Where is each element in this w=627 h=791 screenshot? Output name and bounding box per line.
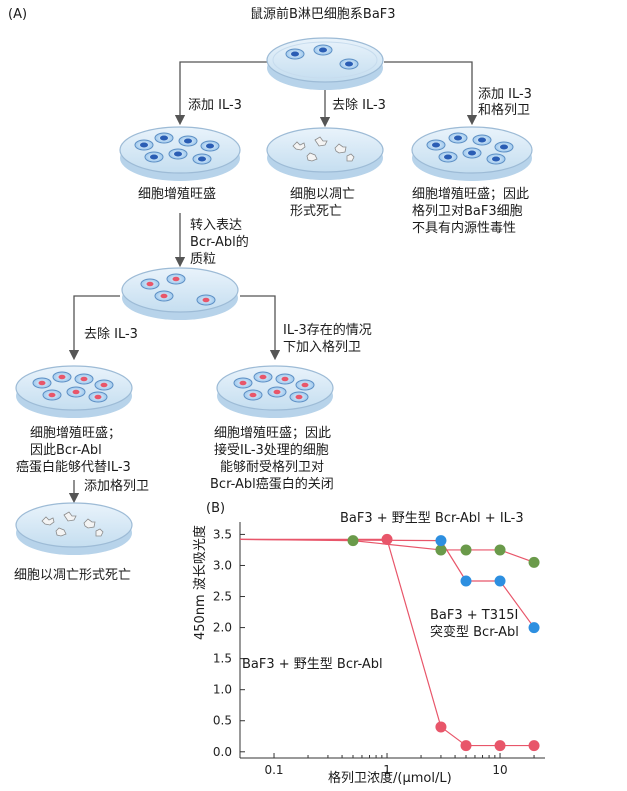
y-axis-label: 450nm 波长吸光度 [193,525,208,640]
series-label-t315i-2: 突变型 Bcr-Abl [430,625,519,640]
data-point [494,575,506,587]
series-label-wt: BaF3 + 野生型 Bcr-Abl [242,657,383,672]
label-add-il3-gleevec-1: 添加 IL-3 [478,87,532,102]
result-bcrabl-replaces-2: 因此Bcr-Abl [30,443,102,458]
result-tolerate-4: Bcr-Abl癌蛋白的关闭 [210,477,334,492]
result-no-toxicity-1: 细胞增殖旺盛；因此 [412,187,530,202]
label-add-il3-gleevec-2: 和格列卫 [478,103,531,118]
dead-cells [41,511,104,537]
arrow-add-il3-gleevec [384,61,478,126]
y-tick-label: 2.5 [213,590,232,604]
x-tick-label: 10 [492,763,507,777]
label-add-gleevec: 添加格列卫 [84,479,150,494]
dish-final-apoptosis [15,502,133,555]
data-point [435,535,447,547]
label-il3-gleevec-2: 下加入格列卫 [283,340,362,355]
y-tick-label: 1.5 [213,652,232,666]
result-bcrabl-replaces-1: 细胞增殖旺盛； [30,426,122,441]
arrow-il3-gleevec [240,295,281,361]
result-bcrabl-replaces-3: 癌蛋白能够代替IL-3 [16,460,131,475]
label-il3-gleevec-1: IL-3存在的情况 [283,323,372,338]
result-apoptosis-1: 细胞以凋亡 [290,187,356,202]
y-tick-label: 0.5 [213,714,232,728]
dish-remove-il3 [266,127,384,180]
result-apoptosis-2: 形式死亡 [290,204,343,219]
data-point [435,721,447,733]
dish-add-il3 [119,126,241,181]
y-tick-label: 1.0 [213,683,232,697]
label-add-il3: 添加 IL-3 [188,98,242,113]
dead-cells [292,136,355,162]
data-point [347,535,359,547]
data-point [528,556,540,568]
panel-a-label: (A) [8,7,28,22]
data-point [494,544,506,556]
dish-add-il3-gleevec [411,126,533,181]
dish-bcrabl-no-il3 [15,365,133,418]
data-point [460,544,472,556]
red-cells [32,371,114,403]
dish-bcrabl-il3-gleevec [216,365,334,418]
data-point [435,544,447,556]
data-point [381,533,393,545]
y-tick-label: 0.0 [213,745,232,759]
result-no-toxicity-2: 格列卫对BaF3细胞 [412,204,523,219]
result-tolerate-3: 能够耐受格列卫对 [220,460,325,475]
red-cells [140,273,216,306]
data-point [460,740,472,752]
y-tick-label: 2.0 [213,621,232,635]
result-tolerate-1: 细胞增殖旺盛；因此 [214,426,332,441]
y-tick-label: 3.0 [213,558,232,572]
dish-transfected [121,267,239,320]
panel-b-label: (B) [206,501,226,516]
data-point [494,740,506,752]
series-label-wt-il3: BaF3 + 野生型 Bcr-Abl + IL-3 [340,511,524,526]
result-no-toxicity-3: 不具有内源性毒性 [412,221,517,236]
result-final-apoptosis: 细胞以凋亡形式死亡 [14,568,132,583]
dish-top [266,37,384,90]
top-title: 鼠源前B淋巴细胞系BaF3 [250,7,396,22]
data-point [528,740,540,752]
series-label-t315i-1: BaF3 + T315I [430,608,519,623]
arrow-add-il3 [174,61,268,126]
transfect-3: 质粒 [190,252,217,267]
x-tick-label: 1 [383,763,391,777]
red-cells [233,371,315,403]
result-proliferate: 细胞增殖旺盛 [138,187,217,202]
fit-curve-2 [240,538,535,747]
result-tolerate-2: 接受IL-3处理的细胞 [214,443,329,458]
x-tick-label: 0.1 [264,763,283,777]
transfect-2: Bcr-Abl的 [190,235,249,250]
data-point [528,622,540,634]
label-remove-il3: 去除 IL-3 [332,98,386,113]
y-tick-label: 3.5 [213,527,232,541]
label-remove-il3-2: 去除 IL-3 [84,327,138,342]
arrow-remove-il3-2 [68,295,120,361]
blue-cells [134,132,220,165]
blue-cells [285,44,359,70]
blue-cells [426,132,514,165]
data-point [460,575,472,587]
x-axis-label: 格列卫浓度/(μmol/L) [328,771,452,786]
transfect-1: 转入表达 [190,218,243,233]
